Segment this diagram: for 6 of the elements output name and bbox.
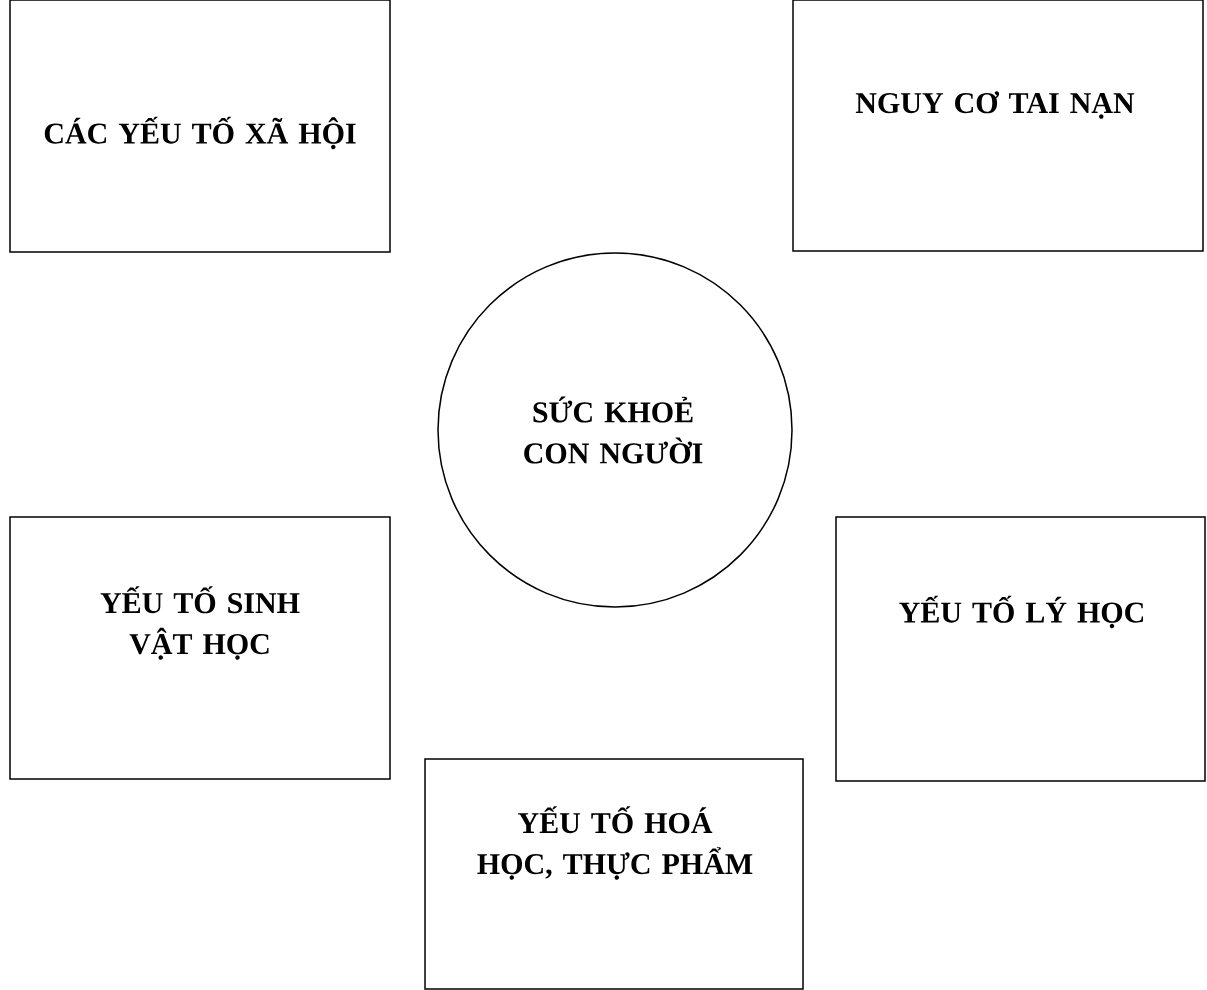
text-box: YẾU TỐ LÝ HỌC xyxy=(835,516,1206,782)
text-box: NGUY CƠ TAI NẠN xyxy=(792,0,1204,252)
circle-node: SỨC KHOẺ CON NGƯỜI xyxy=(437,252,793,608)
text-box: YẾU TỐ HOÁ HỌC, THỰC PHẨM xyxy=(424,758,804,990)
text-box: CÁC YẾU TỐ XÃ HỘI xyxy=(9,0,391,253)
text-box: YẾU TỐ SINH VẬT HỌC xyxy=(9,516,391,780)
